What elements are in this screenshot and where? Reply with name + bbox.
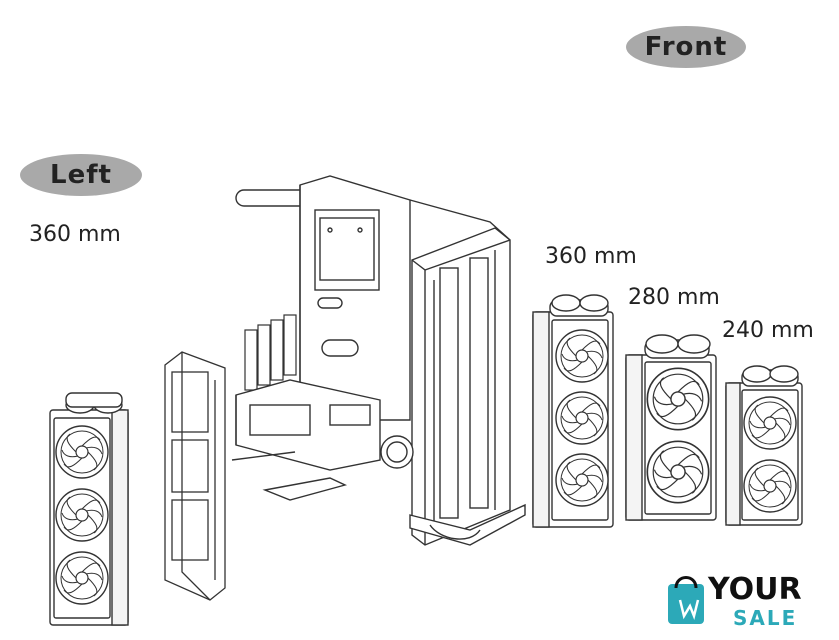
chassis bbox=[231, 175, 526, 546]
front-radiator-size-280: 280 mm bbox=[628, 285, 720, 310]
left-fan-3 bbox=[55, 551, 109, 605]
front-280-fan-2 bbox=[646, 440, 710, 504]
front-radiator-size-240: 240 mm bbox=[722, 318, 814, 343]
logo-word-sale: SALE bbox=[733, 606, 798, 630]
left-fan-2 bbox=[55, 488, 109, 542]
front-360-fan-3 bbox=[555, 453, 609, 507]
left-fan-1 bbox=[55, 425, 109, 479]
front-360-fan-2 bbox=[555, 391, 609, 445]
front-240-fan-1 bbox=[743, 396, 797, 450]
front-label: Front bbox=[626, 26, 746, 68]
front-240-fan-2 bbox=[743, 459, 797, 513]
logo-bag-icon bbox=[668, 576, 704, 624]
side-bracket bbox=[164, 351, 226, 601]
front-280-fan-1 bbox=[646, 367, 710, 431]
left-label: Left bbox=[20, 154, 142, 196]
front-radiator-size-360: 360 mm bbox=[545, 244, 637, 269]
front-360-fan-1 bbox=[555, 329, 609, 383]
logo-word-your: YOUR bbox=[708, 572, 802, 607]
left-radiator-size: 360 mm bbox=[29, 222, 121, 247]
